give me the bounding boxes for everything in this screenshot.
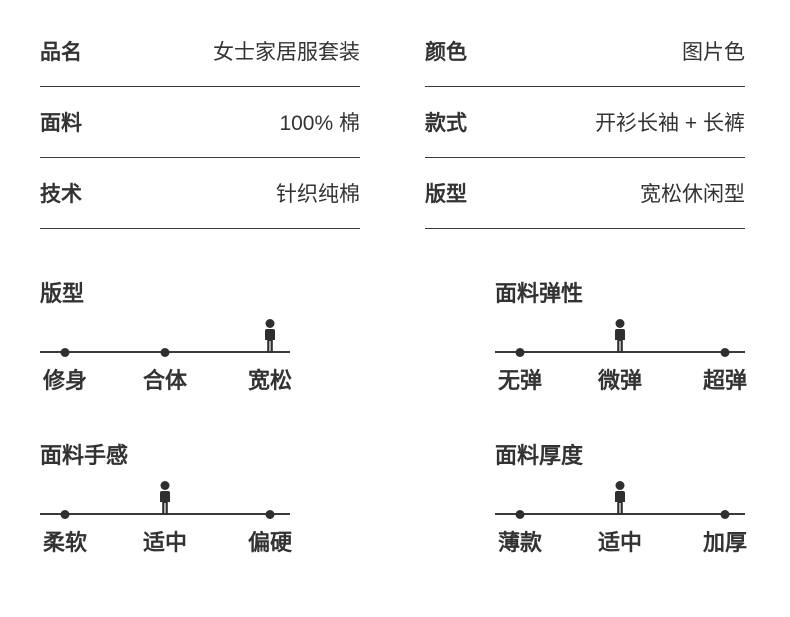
scale-option: 修身 xyxy=(42,368,88,393)
scale-track xyxy=(495,477,745,519)
person-marker-icon xyxy=(262,319,279,353)
scale-dot xyxy=(720,347,730,357)
scale-option: 加厚 xyxy=(702,530,748,555)
scale-option: 柔软 xyxy=(42,530,88,555)
scale-dot xyxy=(60,509,70,519)
spec-column-right: 颜色 图片色 款式 开衫长袖 + 长裤 版型 宽松休闲型 xyxy=(425,16,745,229)
spec-row-fabric: 面料 100% 棉 xyxy=(40,87,360,158)
spec-value: 宽松休闲型 xyxy=(640,183,745,206)
spec-value: 图片色 xyxy=(682,41,745,64)
scale-option: 薄款 xyxy=(497,530,543,555)
spec-row-color: 颜色 图片色 xyxy=(425,16,745,87)
scale-dot xyxy=(60,347,70,357)
spec-row-fit-type: 版型 宽松休闲型 xyxy=(425,158,745,229)
scale-option: 合体 xyxy=(142,368,188,393)
spec-table: 品名 女士家居服套装 面料 100% 棉 技术 针织纯棉 颜色 图片色 款式 开… xyxy=(0,0,790,229)
spec-value: 100% 棉 xyxy=(279,112,360,135)
scale-thickness: 面料厚度 薄款 适中 加厚 xyxy=(495,443,747,555)
spec-row-style: 款式 开衫长袖 + 长裤 xyxy=(425,87,745,158)
scale-option: 微弹 xyxy=(597,368,643,393)
spec-row-technique: 技术 针织纯棉 xyxy=(40,158,360,229)
scale-line xyxy=(40,513,290,515)
scale-options: 修身 合体 宽松 xyxy=(40,363,292,393)
scale-dot xyxy=(720,509,730,519)
scale-title: 版型 xyxy=(40,281,85,306)
scale-dot xyxy=(515,509,525,519)
scale-elasticity: 面料弹性 无弹 微弹 超弹 xyxy=(495,281,747,393)
spec-label: 版型 xyxy=(425,183,467,206)
scale-option: 宽松 xyxy=(247,368,293,393)
scale-title: 面料弹性 xyxy=(495,281,584,306)
scale-title: 面料厚度 xyxy=(495,443,584,468)
scale-options: 薄款 适中 加厚 xyxy=(495,525,747,555)
person-marker-icon xyxy=(612,481,629,515)
spec-column-left: 品名 女士家居服套装 面料 100% 棉 技术 针织纯棉 xyxy=(40,16,360,229)
spec-label: 面料 xyxy=(40,112,82,135)
scale-dot xyxy=(515,347,525,357)
scale-option: 适中 xyxy=(142,530,188,555)
scale-line xyxy=(495,513,745,515)
spec-value: 针织纯棉 xyxy=(276,183,360,206)
spec-value: 女士家居服套装 xyxy=(213,41,360,64)
scale-dot xyxy=(265,509,275,519)
person-marker-icon xyxy=(612,319,629,353)
person-marker-icon xyxy=(157,481,174,515)
scale-options: 无弹 微弹 超弹 xyxy=(495,363,747,393)
scale-option: 无弹 xyxy=(497,368,543,393)
scale-line xyxy=(495,351,745,353)
scale-options: 柔软 适中 偏硬 xyxy=(40,525,292,555)
scale-fit: 版型 修身 合体 宽松 xyxy=(40,281,292,393)
scale-option: 适中 xyxy=(597,530,643,555)
spec-label: 颜色 xyxy=(425,41,467,64)
scale-track xyxy=(495,315,745,357)
spec-label: 款式 xyxy=(425,112,467,135)
spec-label: 技术 xyxy=(40,183,82,206)
scale-section: 版型 修身 合体 宽松 面料弹性 xyxy=(0,281,790,555)
scale-option: 偏硬 xyxy=(247,530,293,555)
scale-track xyxy=(40,477,290,519)
spec-value: 开衫长袖 + 长裤 xyxy=(595,112,745,135)
scale-dot xyxy=(160,347,170,357)
scale-option: 超弹 xyxy=(702,368,748,393)
spec-label: 品名 xyxy=(40,41,82,64)
scale-hand-feel: 面料手感 柔软 适中 偏硬 xyxy=(40,443,292,555)
scale-track xyxy=(40,315,290,357)
scale-title: 面料手感 xyxy=(40,443,129,468)
spec-row-product-name: 品名 女士家居服套装 xyxy=(40,16,360,87)
